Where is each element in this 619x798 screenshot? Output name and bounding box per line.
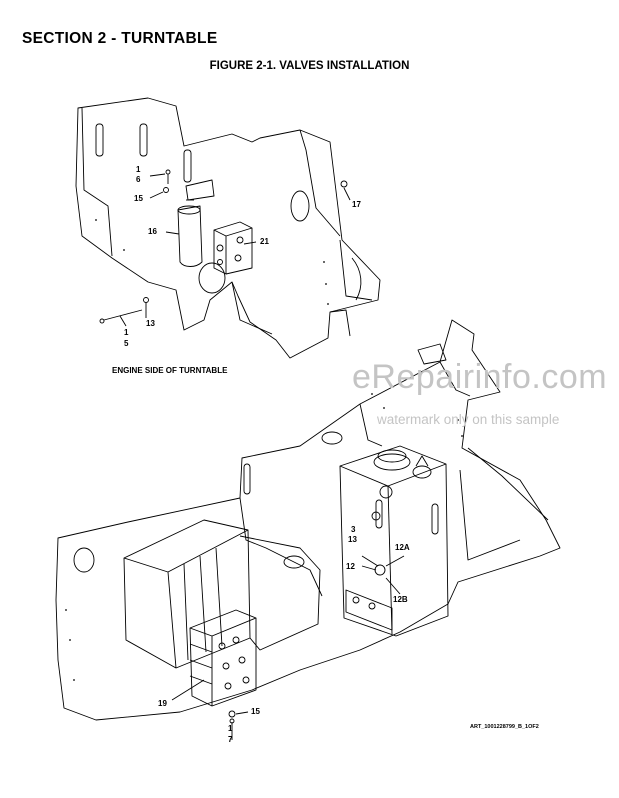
callout-5: 5 xyxy=(124,339,129,348)
callout-17: 17 xyxy=(352,200,361,209)
callout-6: 6 xyxy=(136,175,141,184)
callout-19: 19 xyxy=(158,699,167,708)
callout-15-bottom: 15 xyxy=(251,707,260,716)
callout-16: 16 xyxy=(148,227,157,236)
top-view-caption: ENGINE SIDE OF TURNTABLE xyxy=(112,366,228,375)
callout-13-bottom: 13 xyxy=(348,535,357,544)
callout-15-top: 15 xyxy=(134,194,143,203)
callout-3: 3 xyxy=(351,525,356,534)
callout-1-left: 1 xyxy=(124,328,129,337)
callout-21: 21 xyxy=(260,237,269,246)
callout-12b: 12B xyxy=(393,595,408,604)
callout-1-bottom: 1 xyxy=(228,724,233,733)
callout-7: 7 xyxy=(228,735,233,744)
callout-1-top: 1 xyxy=(136,165,141,174)
section-title: SECTION 2 - TURNTABLE xyxy=(22,30,218,47)
watermark-note: watermark only on this sample xyxy=(377,412,560,427)
figure-title: FIGURE 2-1. VALVES INSTALLATION xyxy=(209,60,410,72)
art-reference: ART_1001228799_B_1OF2 xyxy=(470,724,539,730)
callout-13-top: 13 xyxy=(146,319,155,328)
callout-12a: 12A xyxy=(395,543,410,552)
watermark-brand: eRepairinfo.com xyxy=(352,358,608,396)
callout-12: 12 xyxy=(346,562,355,571)
